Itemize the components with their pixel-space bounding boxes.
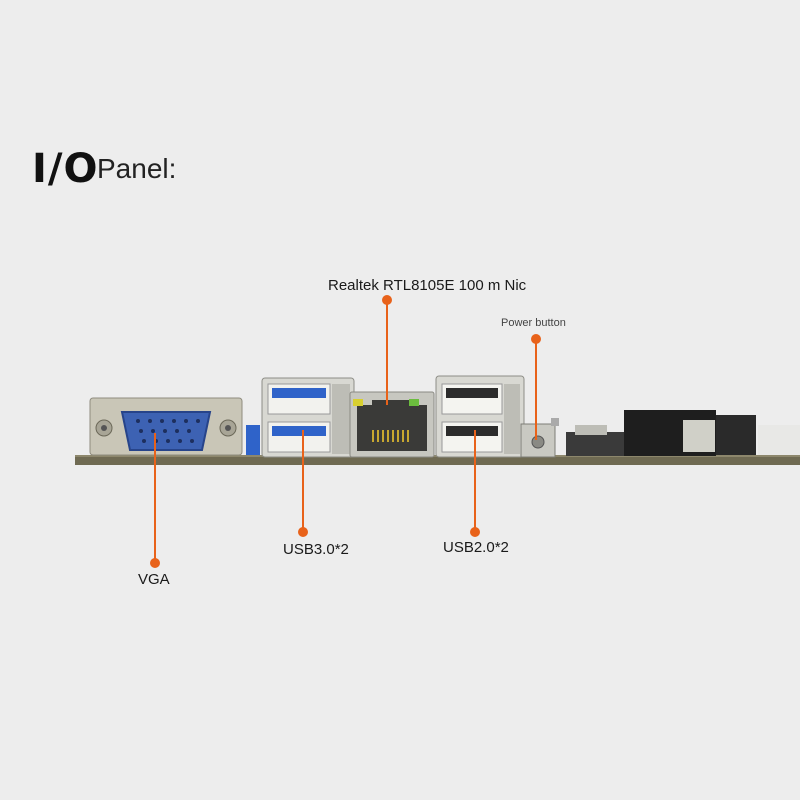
usb2-port-icon [435,375,525,458]
usb2-leader-dot [470,527,480,537]
usb3-port-icon [261,377,355,458]
ethernet-port-icon [349,391,435,458]
power-button-icon [520,418,559,458]
title-panel: Panel: [97,153,177,184]
connector-header-icon [566,410,800,456]
title-io: I/O [32,146,99,192]
nic-label: Realtek RTL8105E 100 m Nic [328,277,527,294]
power-leader-dot [531,334,541,344]
vga-port-icon [89,397,243,456]
vga-leader-dot [150,558,160,568]
usb3-leader-dot [298,527,308,537]
nic-leader-dot [382,295,392,305]
usb3-label: USB3.0*2 [283,541,349,558]
pcb-board [75,455,800,465]
usb2-label: USB2.0*2 [443,539,509,556]
power-button-label: Power button [501,317,566,329]
vga-label: VGA [138,571,170,588]
